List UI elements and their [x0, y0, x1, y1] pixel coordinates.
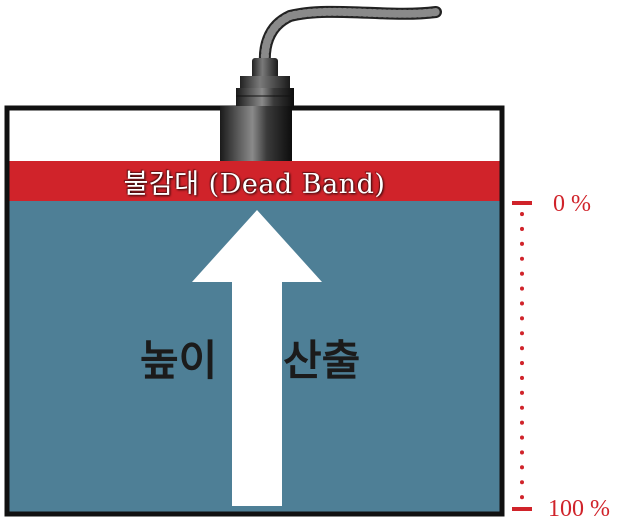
- dead-band-label: 불감대 (Dead Band): [123, 168, 386, 200]
- up-arrow-icon: [192, 210, 322, 506]
- dead-band-strip: [9, 161, 500, 201]
- scale-bottom-label: 100 %: [548, 496, 610, 522]
- level-scale: [512, 201, 532, 511]
- measure-word-right: 산출: [283, 336, 361, 385]
- scale-top-label: 0 %: [553, 191, 591, 217]
- ultrasonic-level-sensor-icon: [220, 5, 442, 161]
- measure-word-left: 높이: [140, 336, 218, 385]
